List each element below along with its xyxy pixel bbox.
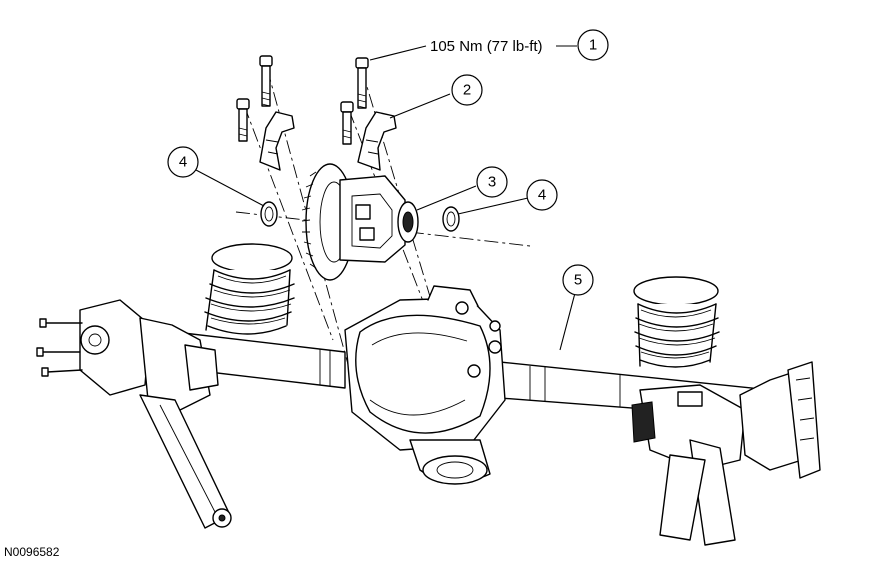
torque-spec: 105 Nm (77 lb-ft) bbox=[430, 38, 543, 55]
bearing-shim-right bbox=[442, 206, 460, 232]
callout-3: 3 bbox=[476, 166, 508, 198]
bearing-cap-left bbox=[259, 111, 295, 171]
coil-spring-right bbox=[633, 276, 720, 368]
callout-number: 5 bbox=[574, 272, 582, 289]
callout-number: 3 bbox=[488, 174, 496, 191]
callout-number: 2 bbox=[463, 82, 471, 99]
callout-number: 4 bbox=[179, 154, 187, 171]
differential-case bbox=[301, 163, 419, 281]
bolt bbox=[355, 57, 369, 109]
callout-4-left: 4 bbox=[167, 146, 199, 178]
callout-5: 5 bbox=[562, 264, 594, 296]
bolt bbox=[340, 101, 354, 145]
callout-4-right: 4 bbox=[526, 179, 558, 211]
callout-number: 1 bbox=[589, 37, 597, 54]
coil-spring-left bbox=[204, 243, 295, 335]
right-hub-assembly bbox=[631, 361, 821, 546]
bearing-shim-left bbox=[260, 201, 278, 227]
figure-id: N0096582 bbox=[4, 545, 60, 559]
callout-1: 1 bbox=[577, 29, 609, 61]
callout-number: 4 bbox=[538, 187, 546, 204]
bolt bbox=[236, 98, 250, 142]
callout-2: 2 bbox=[451, 74, 483, 106]
bolt bbox=[259, 55, 273, 107]
bearing-cap-right bbox=[357, 111, 397, 171]
leader-lines bbox=[195, 45, 577, 351]
left-hub-assembly bbox=[36, 299, 232, 529]
rear-axle-housing bbox=[174, 285, 791, 485]
